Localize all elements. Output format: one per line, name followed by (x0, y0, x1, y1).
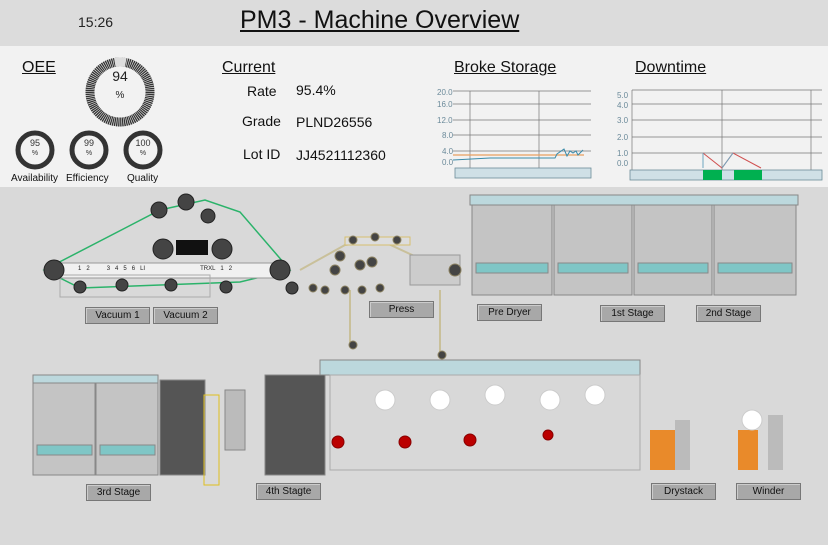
roll-label: 1 (78, 266, 82, 272)
stage-3-button[interactable]: 3rd Stage (86, 484, 151, 501)
downtime-tick: 2.0 (617, 133, 629, 142)
broke-storage-title: Broke Storage (454, 59, 557, 76)
roll-label: 2 (228, 266, 233, 272)
roll-label: LI (140, 266, 146, 272)
quality-unit: % (139, 150, 147, 157)
broke-tick: 16.0 (437, 100, 453, 109)
dryer-top (469, 194, 799, 296)
broke-trend-line (452, 148, 584, 161)
broke-tick: 8.0 (442, 131, 454, 140)
page-title: PM3 - Machine Overview (240, 6, 520, 34)
grade-label: Grade (242, 113, 281, 129)
roll-label: 3 (106, 266, 111, 272)
downtime-tick: 0.0 (617, 159, 629, 168)
broke-tick: 20.0 (437, 88, 453, 97)
oee-value: 94 (112, 68, 128, 84)
availability-label: Availability (11, 173, 59, 184)
downtime-timebar (629, 169, 823, 181)
broke-timebar (454, 167, 592, 179)
oee-gauge-gap (85, 57, 155, 127)
rate-label: Rate (247, 83, 277, 99)
vacuum-2-button[interactable]: Vacuum 2 (153, 307, 218, 324)
efficiency-label: Efficiency (66, 173, 109, 184)
broke-tick: 4.0 (442, 147, 454, 156)
downtime-tick: 5.0 (617, 91, 629, 100)
downtime-title: Downtime (635, 59, 707, 76)
press-section (299, 232, 462, 360)
forming-section (42, 193, 299, 298)
downtime-tick: 1.0 (617, 149, 629, 158)
roll-label: 1 (220, 266, 224, 272)
efficiency-value: 99 (83, 138, 94, 148)
lot-id-label: Lot ID (243, 146, 281, 162)
downtime-grid (631, 89, 822, 170)
efficiency-gauge-ring (69, 130, 109, 170)
pre-dryer-button[interactable]: Pre Dryer (477, 304, 542, 321)
efficiency-unit: % (85, 150, 93, 157)
quality-value: 100 (135, 138, 151, 148)
downtime-active-segment (734, 170, 762, 180)
availability-unit: % (31, 150, 39, 157)
roll-label: 5 (123, 266, 127, 272)
winder-button[interactable]: Winder (736, 483, 801, 500)
stage-2-button[interactable]: 2nd Stage (696, 305, 761, 322)
downtime-tick: 3.0 (617, 116, 629, 125)
downtime-tick: 4.0 (617, 101, 629, 110)
kpi-panel (0, 46, 828, 187)
oee-unit: % (115, 90, 125, 101)
clock: 15:26 (78, 14, 114, 30)
roll-label: 4 (115, 266, 119, 272)
dryer-bottom (32, 359, 641, 486)
roll-label: 6 (131, 266, 136, 272)
downtime-active-segment (703, 170, 722, 180)
header (0, 0, 828, 46)
lot-id-value: JJ4521112360 (296, 147, 386, 163)
grade-value: PLND26556 (296, 114, 373, 130)
availability-value: 95 (29, 138, 40, 148)
oee-title: OEE (22, 59, 56, 76)
quality-gauge-ring (123, 130, 163, 170)
broke-tick: 12.0 (437, 116, 453, 125)
stage-4-button[interactable]: 4th Stagte (256, 483, 321, 500)
roll-labels: 1 2 3 4 5 6 LI TRXL 1 2 (78, 266, 232, 272)
press-button[interactable]: Press (369, 301, 434, 318)
drystack-winder (650, 409, 783, 470)
roll-label: 2 (86, 266, 90, 272)
vacuum-1-button[interactable]: Vacuum 1 (85, 307, 150, 324)
current-title: Current (222, 59, 276, 76)
broke-tick: 0.0 (442, 158, 454, 167)
drystack-button[interactable]: Drystack (651, 483, 716, 500)
stage-1-button[interactable]: 1st Stage (600, 305, 665, 322)
availability-gauge-ring (15, 130, 55, 170)
quality-label: Quality (127, 173, 159, 184)
roll-label: TRXL (200, 266, 216, 272)
rate-value: 95.4% (296, 82, 336, 98)
